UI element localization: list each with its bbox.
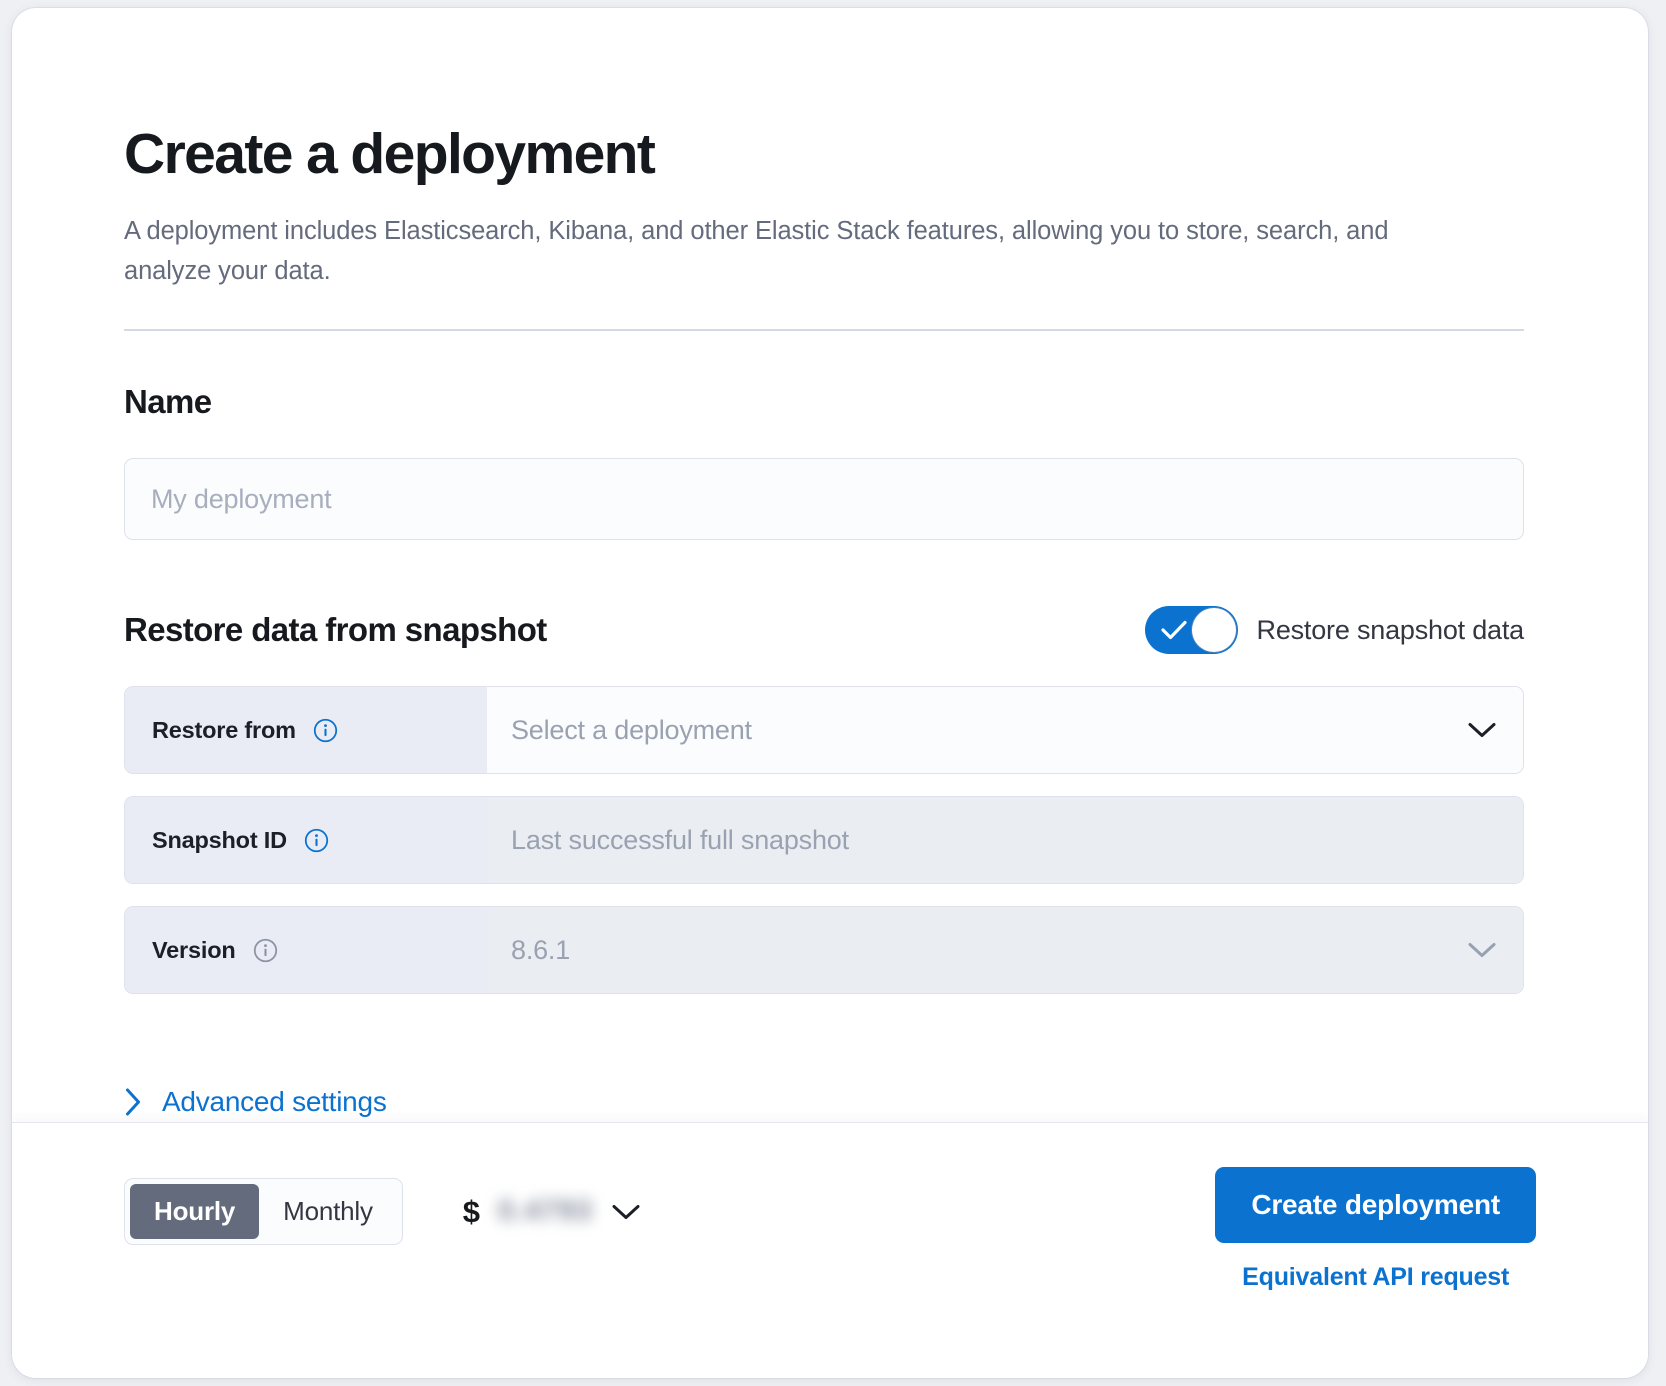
info-circle-icon[interactable] [304, 828, 329, 853]
card-body: Create a deployment A deployment include… [12, 8, 1648, 1122]
billing-period-toggle[interactable]: Hourly Monthly [124, 1178, 403, 1245]
row-field-version[interactable]: 8.6.1 [487, 907, 1523, 993]
info-circle-icon[interactable] [253, 938, 278, 963]
chevron-right-icon [126, 1088, 140, 1116]
check-icon [1160, 620, 1187, 640]
deployment-name-input[interactable] [124, 458, 1524, 540]
footer-left: Hourly Monthly $ 0.4793 [124, 1178, 641, 1245]
price-currency-symbol: $ [462, 1193, 481, 1229]
row-field-restore-from[interactable]: Select a deployment [487, 687, 1523, 773]
row-label-text: Restore from [152, 716, 296, 743]
card-footer: Hourly Monthly $ 0.4793 Create deploymen… [12, 1122, 1648, 1378]
create-deployment-card: Create a deployment A deployment include… [12, 8, 1648, 1378]
row-field-snapshot-id[interactable]: Last successful full snapshot [487, 797, 1523, 883]
chevron-down-icon[interactable] [1467, 941, 1497, 959]
row-label-snapshot-id: Snapshot ID [125, 797, 487, 883]
restore-toggle-group[interactable]: Restore snapshot data [1144, 606, 1525, 654]
name-heading: Name [124, 383, 212, 420]
restore-form-rows: Restore from Select a deployment [124, 686, 1524, 994]
advanced-settings-toggle[interactable]: Advanced settings [124, 1086, 387, 1118]
advanced-settings-label: Advanced settings [162, 1086, 387, 1117]
chevron-down-icon[interactable] [611, 1203, 641, 1221]
form-row-version[interactable]: Version 8.6.1 [124, 906, 1524, 994]
restore-heading: Restore data from snapshot [124, 611, 547, 648]
header-divider [124, 329, 1524, 331]
restore-toggle-label: Restore snapshot data [1256, 614, 1525, 645]
row-label-text: Snapshot ID [152, 826, 287, 853]
billing-option-hourly[interactable]: Hourly [130, 1184, 260, 1239]
form-row-restore-from[interactable]: Restore from Select a deployment [124, 686, 1524, 774]
restore-section-header: Restore data from snapshot Restore snaps… [124, 606, 1524, 654]
form-row-snapshot-id[interactable]: Snapshot ID Last successful full snapsho… [124, 796, 1524, 884]
row-label-version: Version [125, 907, 487, 993]
footer-inner: Hourly Monthly $ 0.4793 Create deploymen… [124, 1123, 1536, 1378]
row-label-text: Version [152, 936, 236, 963]
chevron-down-icon[interactable] [1467, 721, 1497, 739]
content-column: Create a deployment A deployment include… [124, 126, 1524, 1122]
info-circle-icon[interactable] [313, 718, 338, 743]
price-amount: 0.4793 [498, 1195, 593, 1227]
row-label-restore-from: Restore from [125, 687, 487, 773]
snapshot-id-value: Last successful full snapshot [511, 824, 849, 855]
toggle-knob [1191, 608, 1236, 652]
footer-right: Create deployment Equivalent API request [1215, 1167, 1536, 1292]
page-description: A deployment includes Elasticsearch, Kib… [124, 217, 1389, 285]
name-section: Name [124, 383, 1524, 540]
restore-from-value: Select a deployment [511, 714, 752, 745]
version-value: 8.6.1 [511, 934, 571, 965]
equivalent-api-request-link[interactable]: Equivalent API request [1242, 1263, 1510, 1291]
create-deployment-button[interactable]: Create deployment [1215, 1167, 1536, 1243]
price-display[interactable]: $ 0.4793 [463, 1194, 641, 1230]
page-title: Create a deployment [124, 122, 656, 186]
billing-option-monthly[interactable]: Monthly [259, 1184, 397, 1239]
restore-snapshot-toggle[interactable] [1144, 606, 1238, 654]
